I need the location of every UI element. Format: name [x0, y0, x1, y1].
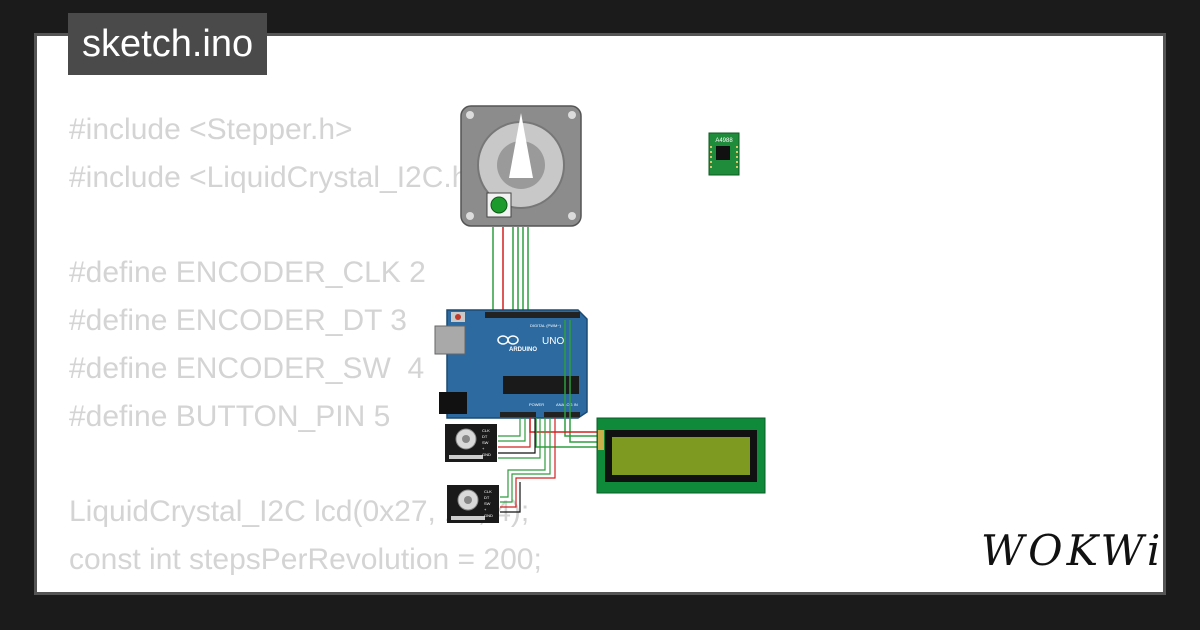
encoder1-pin-clk: CLK	[482, 428, 490, 433]
encoder1-pin-gnd: GND	[482, 452, 491, 457]
code-line-6: #define ENCODER_SW 4	[69, 351, 425, 385]
power-label: POWER	[529, 402, 544, 407]
lcd-display[interactable]	[596, 417, 766, 494]
motor-wires	[492, 227, 529, 312]
wokwi-logo: WOKWi	[981, 526, 1165, 575]
push-button[interactable]	[486, 192, 512, 218]
encoder2-pin-vcc: +	[484, 507, 487, 512]
code-line-7: #define BUTTON_PIN 5	[69, 399, 391, 433]
encoder2-pin-gnd: GND	[484, 513, 493, 518]
stepper-motor[interactable]	[460, 105, 582, 227]
encoder-wires	[498, 418, 556, 513]
arduino-model: UNO	[542, 336, 564, 347]
a4988-driver[interactable]: A4988	[708, 132, 740, 176]
arduino-brand: ARDUINO	[509, 347, 537, 353]
encoder1-pin-sw: SW	[482, 440, 489, 445]
code-preview: #include <Stepper.h> #include <LiquidCrys…	[69, 106, 781, 592]
sketch-tab[interactable]: sketch.ino	[68, 13, 268, 75]
code-line-5: #define ENCODER_DT 3	[69, 304, 407, 338]
encoder1-pin-vcc: +	[482, 446, 485, 451]
code-line-2: #include <LiquidCrystal_I2C.h>	[69, 160, 486, 194]
encoder1-pin-dt: DT	[482, 434, 488, 439]
code-line-4: #define ENCODER_CLK 2	[69, 256, 426, 290]
encoder2-pin-sw: SW	[484, 501, 491, 506]
encoder2-pin-dt: DT	[484, 495, 490, 500]
driver-label: A4988	[715, 138, 733, 144]
arduino-uno[interactable]: DIGITAL (PWM~) ARDUINO UNO POWER ANALOG …	[434, 309, 588, 419]
rotary-encoder-1[interactable]: CLK DT SW + GND	[445, 424, 497, 462]
digital-label: DIGITAL (PWM~)	[530, 323, 562, 328]
code-line-1: #include <Stepper.h>	[69, 113, 353, 146]
circuit-diagram: A4988 DIGITAL (PWM~) ARDUINO UNO POWER	[434, 105, 766, 523]
diagram-canvas: #include <Stepper.h> #include <LiquidCrys…	[34, 33, 1166, 595]
rotary-encoder-2[interactable]: CLK DT SW + GND	[447, 485, 499, 523]
analog-label: ANALOG IN	[556, 402, 578, 407]
code-line-10: const int stepsPerRevolution = 200;	[69, 543, 542, 577]
encoder2-pin-clk: CLK	[484, 489, 492, 494]
code-line-11: Stepper myStepper(stepsPerRevolution, 8,…	[69, 584, 781, 592]
